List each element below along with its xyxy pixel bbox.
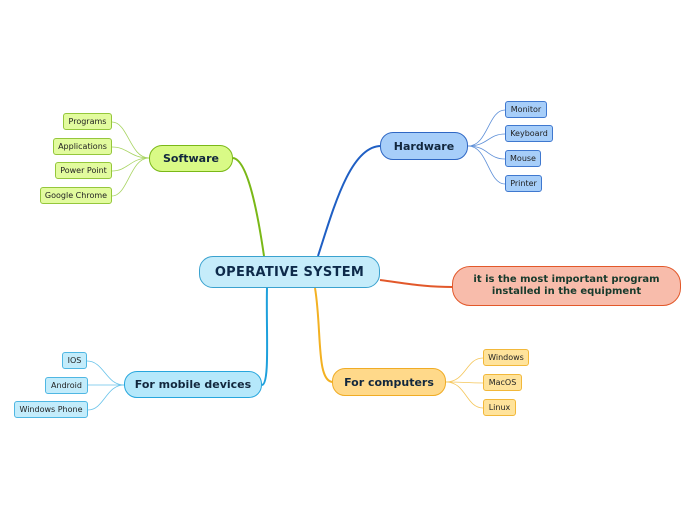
subtopic-printer[interactable]: Printer xyxy=(505,175,542,192)
subtopic-linux[interactable]: Linux xyxy=(483,399,516,416)
subtopic-google-chrome[interactable]: Google Chrome xyxy=(40,187,112,204)
software-leaf-connectors xyxy=(111,121,150,197)
topic-hardware[interactable]: Hardware xyxy=(380,132,468,160)
topic-mobile-devices[interactable]: For mobile devices xyxy=(124,371,262,398)
subtopic-programs[interactable]: Programs xyxy=(63,113,112,130)
mobile-leaf-connectors xyxy=(86,360,125,411)
subtopic-monitor[interactable]: Monitor xyxy=(505,101,547,118)
subtopic-windows-phone[interactable]: Windows Phone xyxy=(14,401,88,418)
subtopic-keyboard[interactable]: Keyboard xyxy=(505,125,553,142)
subtopic-windows[interactable]: Windows xyxy=(483,349,529,366)
topic-computers[interactable]: For computers xyxy=(332,368,446,396)
connector-computers xyxy=(314,287,334,383)
subtopic-mouse[interactable]: Mouse xyxy=(505,150,541,167)
connector-note xyxy=(379,279,454,288)
subtopic-android[interactable]: Android xyxy=(45,377,88,394)
connector-hardware xyxy=(317,145,382,257)
subtopic-power-point[interactable]: Power Point xyxy=(55,162,112,179)
subtopic-macos[interactable]: MacOS xyxy=(483,374,522,391)
subtopic-ios[interactable]: IOS xyxy=(62,352,87,369)
topic-note[interactable]: it is the most important program install… xyxy=(452,266,681,306)
connector-mobile xyxy=(261,287,269,386)
hardware-leaf-connectors xyxy=(467,109,506,185)
connector-software xyxy=(232,157,265,257)
topic-software[interactable]: Software xyxy=(149,145,233,172)
subtopic-applications[interactable]: Applications xyxy=(53,138,112,155)
central-topic[interactable]: OPERATIVE SYSTEM xyxy=(199,256,380,288)
computers-leaf-connectors xyxy=(445,357,484,409)
